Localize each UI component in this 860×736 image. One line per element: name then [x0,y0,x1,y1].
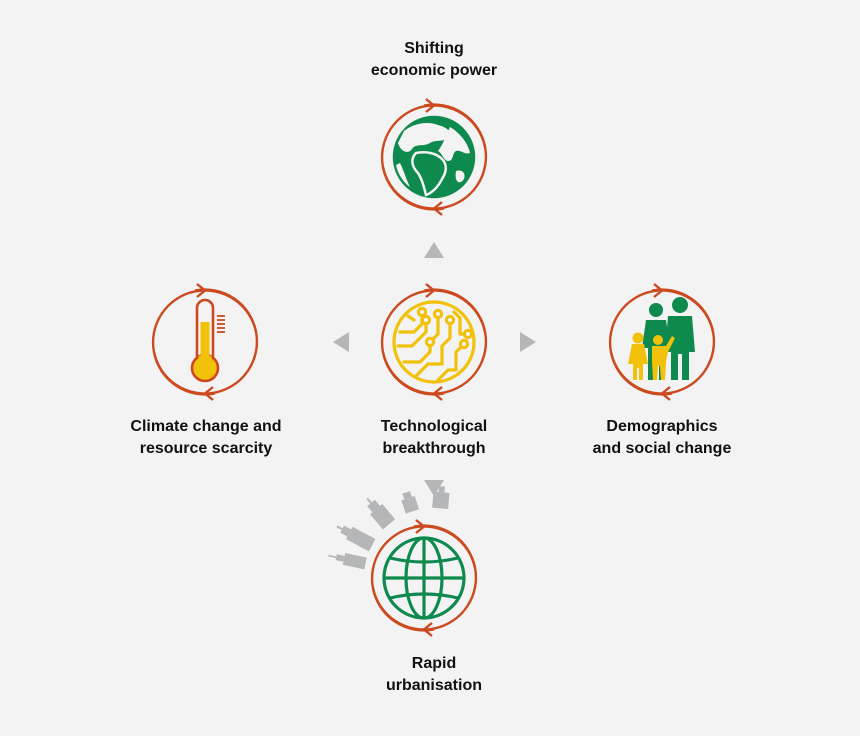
label-line: and social change [592,440,732,457]
family-icon [628,297,695,380]
label-line: Rapid [411,655,457,672]
left-node [151,282,259,402]
label-line: urbanisation [385,677,482,694]
label-shifting-economic-power: Shifting economic power [314,38,554,82]
thermometer-icon [190,298,225,383]
label-line: Climate change and [130,418,282,435]
label-line: Demographics [606,418,718,435]
bottom-node [370,518,478,638]
label-line: Shifting [404,40,464,57]
label-line: Technological [380,418,488,435]
center-node [380,282,488,402]
circuit-board-icon [392,300,476,384]
label-climate-change: Climate change and resource scarcity [86,416,326,460]
label-rapid-urbanisation: Rapid urbanisation [314,653,554,697]
label-line: breakthrough [382,440,486,457]
arrow-right-icon [520,332,536,352]
label-line: resource scarcity [139,440,273,457]
globe-africa-europe-icon [391,114,477,200]
label-line: economic power [370,62,498,79]
label-technological-breakthrough: Technological breakthrough [314,416,554,460]
city-skyline-icon [328,486,450,570]
right-node [608,282,716,402]
world-grid-globe-icon [382,536,466,620]
arrow-down-icon [424,480,444,496]
top-node [380,97,488,217]
arrow-left-icon [333,332,349,352]
label-demographics: Demographics and social change [542,416,782,460]
arrow-up-icon [424,242,444,258]
